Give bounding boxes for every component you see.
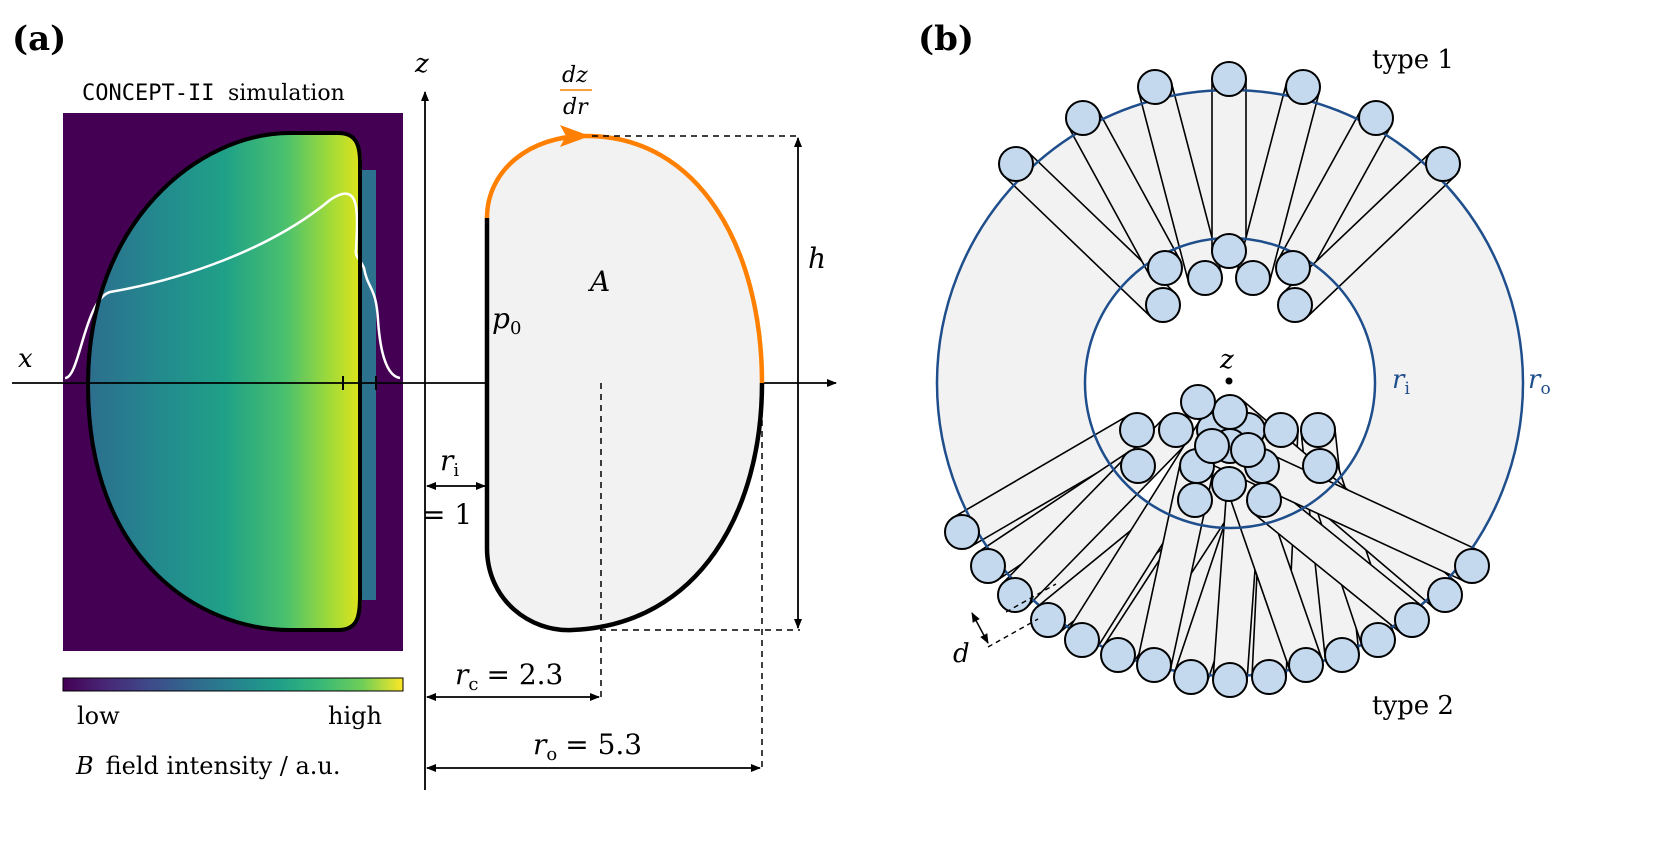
label-p0: p0 — [492, 302, 521, 339]
svg-text:dr: dr — [563, 95, 589, 120]
coil-conductor — [1288, 647, 1324, 683]
coil-conductor — [1358, 100, 1394, 136]
coil-conductor — [1180, 384, 1216, 420]
coil-conductor — [1300, 412, 1336, 448]
coil-conductor — [1064, 622, 1100, 658]
coil-conductor — [1120, 448, 1156, 484]
cross-section-area — [487, 135, 762, 631]
z-axis-dot — [1225, 377, 1233, 385]
d-dimension — [971, 612, 989, 644]
coil-conductor — [1030, 602, 1066, 638]
coil-conductor — [1100, 637, 1136, 673]
coil-conductor — [1235, 260, 1271, 296]
label-ro: ro= 5.3 — [533, 728, 642, 765]
coils-foreground — [944, 61, 1490, 698]
coil-conductor — [1158, 412, 1194, 448]
coil-conductor — [1177, 482, 1213, 518]
simulation-heatmap — [63, 113, 403, 651]
coil-conductor — [1263, 412, 1299, 448]
coil-tube — [1211, 78, 1247, 252]
panel-a: (a) CONCEPT-II simulation low high B fie — [12, 19, 837, 790]
label-d: d — [953, 639, 970, 669]
coil-conductor — [1285, 69, 1321, 105]
panel-b: (b) type 1 type 2 z ri ro d — [918, 19, 1551, 721]
coil-conductor — [1360, 622, 1396, 658]
coil-conductor — [1211, 61, 1247, 97]
label-ri-b: ri — [1392, 365, 1410, 399]
sim-boundary — [85, 131, 362, 632]
x-axis-label: x — [18, 344, 33, 374]
label-h: h — [808, 242, 826, 275]
coil-conductor — [1277, 287, 1313, 323]
label-ro-b: ro — [1528, 365, 1551, 399]
coil-conductor — [1065, 100, 1101, 136]
coil-conductor — [1454, 548, 1490, 584]
coil-conductor — [1302, 448, 1338, 484]
label-A: A — [587, 265, 610, 298]
coil-conductor — [998, 146, 1034, 182]
coil-conductor — [1194, 428, 1230, 464]
type1-label: type 1 — [1372, 45, 1454, 75]
coil-conductor — [1119, 412, 1155, 448]
coil-conductor — [1173, 659, 1209, 695]
colorbar-high: high — [328, 702, 382, 730]
label-ri-value: = 1 — [422, 498, 472, 531]
orange-arrowhead — [560, 125, 590, 147]
colorbar-caption: B field intensity / a.u. — [75, 752, 341, 780]
type2-label: type 2 — [1372, 691, 1454, 721]
coil-conductor — [1211, 466, 1247, 502]
coil-conductor — [1324, 637, 1360, 673]
colorbar-low: low — [77, 702, 120, 730]
coil-conductor — [1230, 432, 1266, 468]
panel-a-label: (a) — [12, 19, 66, 59]
coil-conductor — [1394, 602, 1430, 638]
coil-conductor — [1427, 577, 1463, 613]
coil-conductor — [1145, 287, 1181, 323]
z-label-b: z — [1219, 345, 1234, 375]
coil-conductor — [1246, 482, 1282, 518]
dz-dr-label: dz dr — [560, 63, 592, 120]
label-ri: ri — [440, 444, 459, 481]
coil-conductor — [970, 548, 1006, 584]
coil-conductor — [1187, 260, 1223, 296]
coil-conductor — [1212, 394, 1248, 430]
coil-conductor — [1147, 250, 1183, 286]
coil-conductor — [1251, 659, 1287, 695]
svg-text:dz: dz — [562, 63, 588, 88]
boundary-orange — [484, 133, 765, 384]
panel-b-label: (b) — [918, 19, 974, 59]
field-profile-curve — [64, 192, 401, 380]
coil-conductor — [1212, 662, 1248, 698]
boundary-black — [484, 218, 765, 633]
coil-conductor — [997, 577, 1033, 613]
coil-conductor — [1137, 69, 1173, 105]
coil-conductor — [1211, 233, 1247, 269]
sim-title: CONCEPT-II simulation — [82, 80, 345, 106]
coil-conductor — [1136, 647, 1172, 683]
colorbar: low high B field intensity / a.u. — [62, 677, 404, 780]
coil-conductor — [1425, 146, 1461, 182]
coil-conductor — [1275, 250, 1311, 286]
coil-conductor — [944, 514, 980, 550]
label-rc: rc= 2.3 — [455, 658, 563, 695]
z-axis-label: z — [414, 49, 429, 79]
